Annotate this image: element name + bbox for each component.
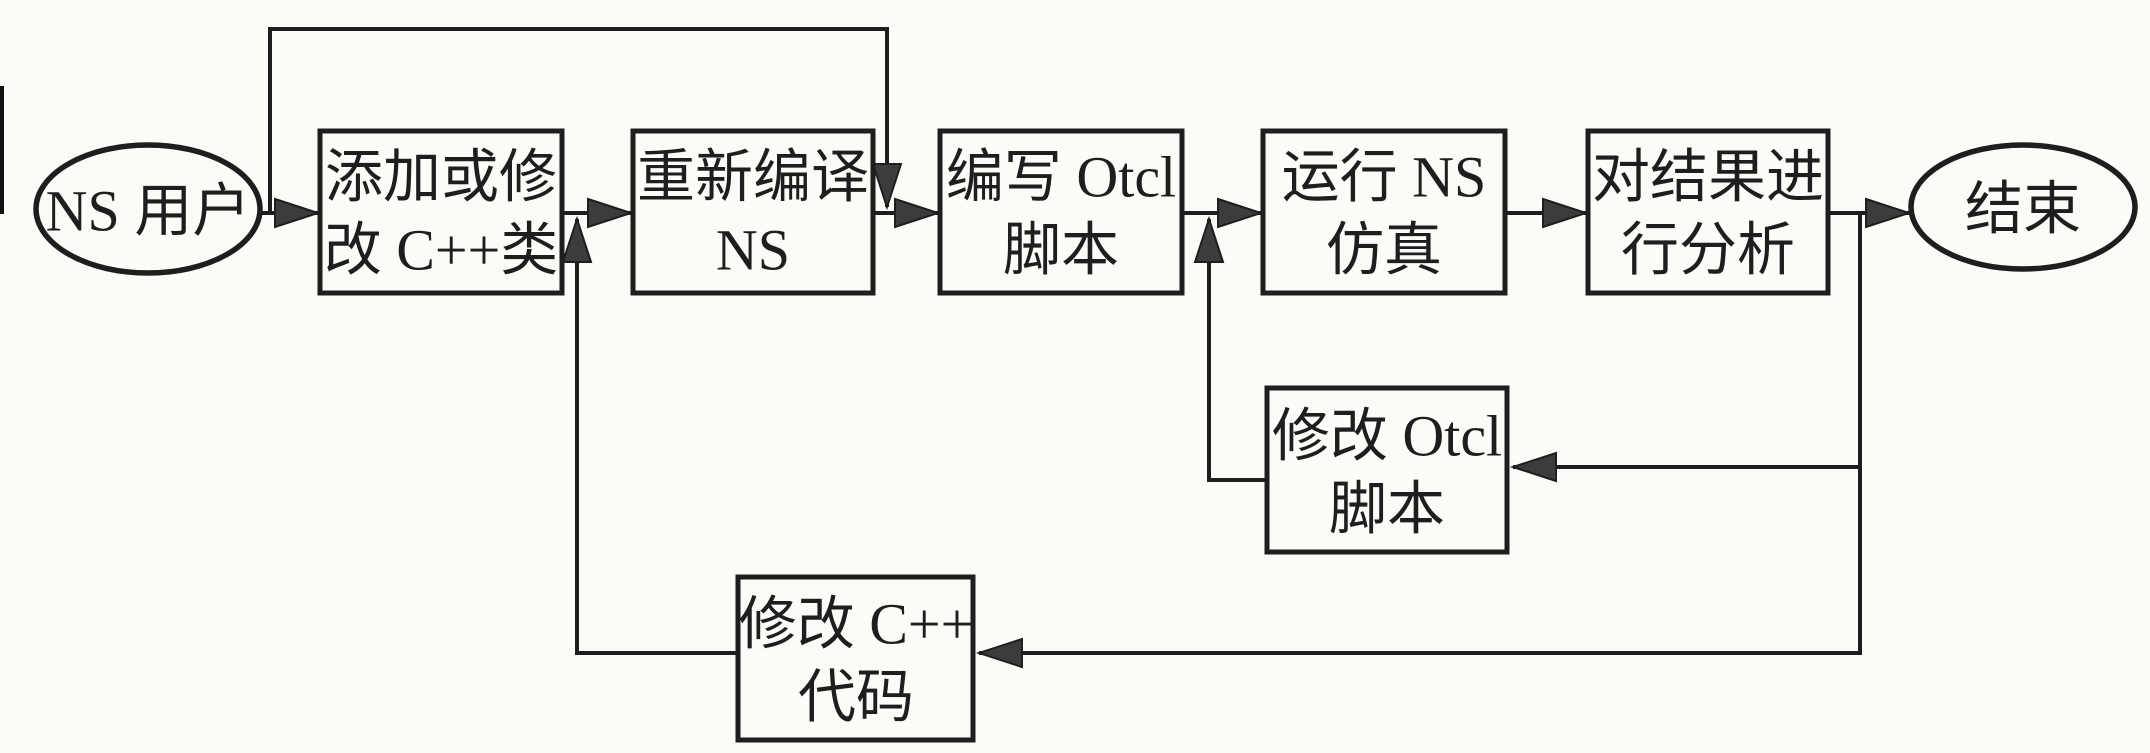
add-modify-cpp-class-line1: 添加或修 — [325, 145, 557, 210]
run-ns-simulation-box — [1260, 128, 1508, 296]
node-add-modify-cpp-class: 添加或修 改 C++类 — [317, 128, 565, 296]
start-ellipse-shape — [33, 142, 263, 276]
modify-otcl-script-box — [1264, 385, 1510, 555]
node-write-otcl-script: 编写 Otcl 脚本 — [937, 128, 1185, 296]
edge-analyze-results-to-modify-cpp-code — [975, 213, 1862, 669]
modify-cpp-code-line1: 修改 C++ — [739, 592, 974, 657]
modify-cpp-code-line2: 代码 — [798, 665, 914, 730]
write-otcl-script-line1: 编写 Otcl — [946, 145, 1176, 210]
add-modify-cpp-class-line2: 改 C++类 — [324, 218, 559, 283]
node-run-ns-simulation: 运行 NS 仿真 — [1260, 128, 1508, 296]
modify-cpp-code-box — [735, 574, 976, 743]
node-modify-cpp-code: 修改 C++ 代码 — [735, 574, 976, 743]
write-otcl-script-box — [937, 128, 1185, 296]
edge-modify-cpp-code-to-recompile-ns — [561, 215, 738, 655]
start-label: NS 用户 — [46, 179, 251, 244]
add-modify-cpp-class-box — [317, 128, 565, 296]
edge-modify-otcl-script-to-run-ns-simulation — [1193, 215, 1267, 482]
edges-layer — [260, 27, 1913, 669]
modify-otcl-script-line1: 修改 Otcl — [1272, 404, 1502, 469]
node-modify-otcl-script: 修改 Otcl 脚本 — [1264, 385, 1510, 555]
recompile-ns-box — [630, 128, 876, 296]
end-ellipse-shape — [1908, 142, 2138, 272]
node-start: NS 用户 — [33, 142, 263, 276]
node-end: 结束 — [1908, 142, 2138, 272]
scan-edge-artifact — [0, 86, 4, 214]
modify-otcl-script-line2: 脚本 — [1329, 477, 1445, 542]
analyze-results-box — [1585, 128, 1831, 296]
node-analyze-results: 对结果进 行分析 — [1585, 128, 1831, 296]
run-ns-simulation-line1: 运行 NS — [1282, 145, 1487, 210]
recompile-ns-line1: 重新编译 — [637, 145, 869, 210]
end-label: 结束 — [1965, 177, 2081, 242]
node-recompile-ns: 重新编译 NS — [630, 128, 876, 296]
analyze-results-line1: 对结果进 — [1592, 145, 1824, 210]
recompile-ns-line2: NS — [716, 218, 790, 283]
edge-top-bypass-start-to-write-otcl — [268, 27, 903, 213]
run-ns-simulation-line2: 仿真 — [1326, 218, 1442, 283]
analyze-results-line2: 行分析 — [1621, 218, 1795, 283]
write-otcl-script-line2: 脚本 — [1003, 218, 1119, 283]
